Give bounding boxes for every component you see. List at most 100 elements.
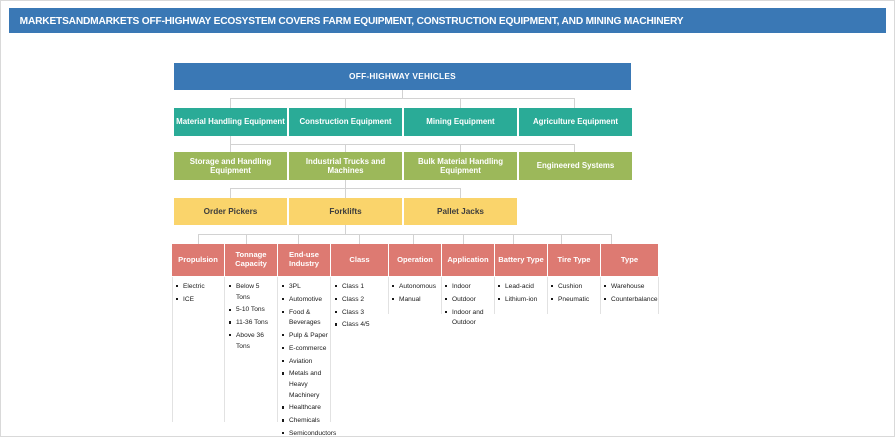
list-item: Lithium-ion (498, 295, 546, 306)
list-item: Below 5 Tons (229, 282, 275, 303)
connector-tier2-drop-2 (345, 98, 346, 108)
connector-tier4-drop-3 (460, 188, 461, 198)
list-item: Indoor (445, 282, 492, 293)
connector-segmentation-drop-1 (198, 234, 199, 244)
column-separator (547, 277, 548, 314)
connector-tier2-stem (230, 136, 231, 144)
list-item: Manual (392, 295, 442, 306)
connector-segmentation-drop-8 (561, 234, 562, 244)
connector-tier3-drop-2 (345, 144, 346, 152)
column-separator (172, 277, 173, 422)
segment-list-propulsion: Electric ICE (176, 282, 222, 308)
list-item: ICE (176, 295, 222, 306)
tier4-node-pallet-jacks: Pallet Jacks (404, 198, 517, 225)
connector-tier4-drop-1 (230, 188, 231, 198)
tier2-node-label: Mining Equipment (426, 117, 495, 127)
list-item: Autonomous (392, 282, 442, 293)
list-item: Metals and Heavy Machinery (282, 369, 330, 401)
column-separator (658, 277, 659, 314)
segment-header-tonnage-capacity: Tonnage Capacity (225, 244, 277, 276)
column-separator (388, 277, 389, 314)
connector-segmentation-drop-6 (463, 234, 464, 244)
tier2-node-material-handling-equipment: Material Handling Equipment (174, 108, 287, 136)
segment-header-label: End-use Industry (289, 250, 319, 268)
segment-header-type: Type (601, 244, 658, 276)
tier4-node-forklifts: Forklifts (289, 198, 402, 225)
list-item: Counterbalance (604, 295, 660, 306)
connector-tier2-drop-3 (460, 98, 461, 108)
tier4-node-label: Pallet Jacks (437, 206, 484, 216)
tier4-node-order-pickers: Order Pickers (174, 198, 287, 225)
column-separator (224, 277, 225, 422)
column-separator (441, 277, 442, 314)
column-separator (600, 277, 601, 314)
tier4-node-label: Forklifts (329, 206, 362, 216)
page-title: MARKETSANDMARKETS OFF-HIGHWAY ECOSYSTEM … (19, 14, 684, 27)
list-item: Indoor and Outdoor (445, 308, 492, 329)
segment-header-label: Battery Type (498, 254, 544, 264)
segment-header-label: Tire Type (557, 254, 591, 264)
segment-header-operation: Operation (389, 244, 441, 276)
segment-header-propulsion: Propulsion (172, 244, 224, 276)
segment-list-type: Warehouse Counterbalance (604, 282, 660, 308)
connector-tier2-drop-1 (230, 98, 231, 108)
list-item: Cushion (551, 282, 599, 293)
tier2-node-mining-equipment: Mining Equipment (404, 108, 517, 136)
connector-segmentation-drop-7 (513, 234, 514, 244)
list-item: E-commerce (282, 344, 330, 355)
list-item: Chemicals (282, 416, 330, 427)
list-item: 5-10 Tons (229, 305, 275, 316)
connector-segmentation-drop-3 (298, 234, 299, 244)
connector-segmentation-drop-2 (246, 234, 247, 244)
segment-header-label: Tonnage Capacity (235, 250, 267, 268)
tier4-node-label: Order Pickers (203, 206, 258, 216)
segment-header-application: Application (442, 244, 494, 276)
list-item: Electric (176, 282, 222, 293)
list-item: Healthcare (282, 403, 330, 414)
connector-tier3-stem (345, 180, 346, 188)
segment-list-application: Indoor Outdoor Indoor and Outdoor (445, 282, 492, 331)
tier2-node-construction-equipment: Construction Equipment (289, 108, 402, 136)
list-item: Outdoor (445, 295, 492, 306)
list-item: Semiconductors and Electronic (282, 429, 336, 436)
list-item: Class 4/5 (335, 320, 385, 331)
segment-header-class: Class (331, 244, 388, 276)
connector-segmentation-drop-4 (359, 234, 360, 244)
connector-segmentation-bus (198, 234, 611, 235)
list-item: Warehouse (604, 282, 660, 293)
segment-header-label: Propulsion (178, 254, 218, 264)
segment-header-label: Operation (397, 254, 433, 264)
segment-list-tonnage-capacity: Below 5 Tons 5-10 Tons 11-36 Tons Above … (229, 282, 275, 354)
column-separator (494, 277, 495, 314)
connector-tier4-stem (345, 225, 346, 234)
tier3-node-label: Storage and Handling Equipment (189, 156, 272, 175)
segment-list-operation: Autonomous Manual (392, 282, 442, 308)
segment-list-end-use-industry: 3PL Automotive Food & Beverages Pulp & P… (282, 282, 336, 436)
root-node-label: OFF-HIGHWAY VEHICLES (349, 70, 456, 81)
segment-list-class: Class 1 Class 2 Class 3 Class 4/5 (335, 282, 385, 333)
connector-tier2-drop-4 (574, 98, 575, 108)
tier3-node-engineered-systems: Engineered Systems (519, 152, 632, 180)
tier3-node-industrial-trucks-and-machines: Industrial Trucks and Machines (289, 152, 402, 180)
column-separator (277, 277, 278, 422)
list-item: Automotive (282, 295, 330, 306)
connector-tier2-bus (230, 98, 574, 99)
tier2-node-label: Agriculture Equipment (532, 117, 619, 127)
connector-segmentation-drop-9 (611, 234, 612, 244)
segment-header-tire-type: Tire Type (548, 244, 600, 276)
list-item: Class 1 (335, 282, 385, 293)
segment-header-label: Class (349, 254, 370, 264)
list-item: Pneumatic (551, 295, 599, 306)
list-item: Pulp & Paper (282, 331, 330, 342)
tier3-node-label: Engineered Systems (536, 161, 615, 171)
tier3-node-bulk-material-handling-equipment: Bulk Material Handling Equipment (404, 152, 517, 180)
list-item: Class 3 (335, 308, 385, 319)
segment-list-tire-type: Cushion Pneumatic (551, 282, 599, 308)
list-item: Above 36 Tons (229, 331, 275, 352)
list-item: 3PL (282, 282, 330, 293)
segment-header-battery-type: Battery Type (495, 244, 547, 276)
segment-header-end-use-industry: End-use Industry (278, 244, 330, 276)
connector-tier3-drop-3 (460, 144, 461, 152)
segment-header-label: Type (620, 254, 639, 264)
